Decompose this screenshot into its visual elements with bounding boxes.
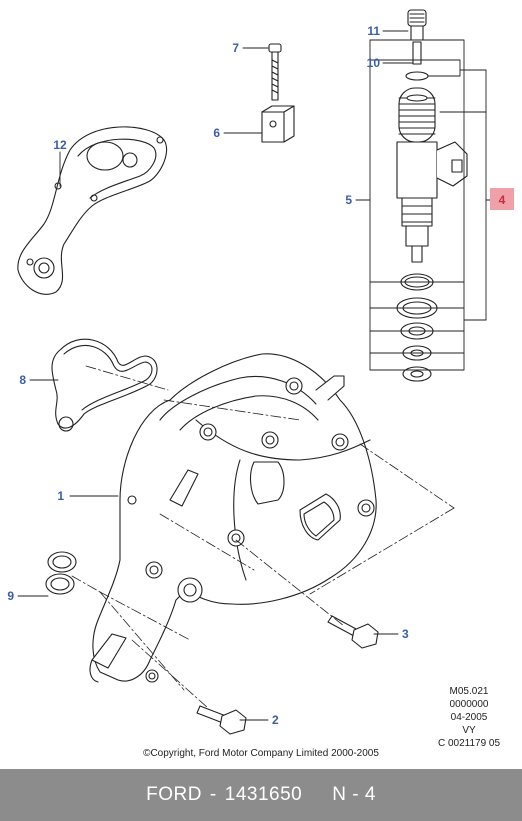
- callout-12[interactable]: 12: [53, 138, 67, 152]
- callout-9[interactable]: 9: [7, 589, 14, 603]
- callout-4[interactable]: 4: [499, 193, 506, 207]
- reference-line-1: M05.021: [449, 686, 489, 697]
- callout-10[interactable]: 10: [367, 56, 381, 70]
- callout-5[interactable]: 5: [345, 193, 352, 207]
- part-9-orings: [45, 551, 77, 595]
- footer-brand: FORD: [146, 784, 202, 805]
- callout-8[interactable]: 8: [19, 373, 26, 387]
- assembly-lines: [71, 365, 455, 709]
- leader-lines: [17, 30, 491, 721]
- seals-stack: [396, 273, 438, 382]
- bolt-bosses: [127, 377, 375, 683]
- reference-line-5: C 0021179 05: [437, 738, 501, 749]
- bracket-lines-injector: [369, 39, 487, 371]
- part-11-bolt: [407, 9, 427, 41]
- part-1-pump: [89, 353, 377, 683]
- footer-separator: -: [209, 784, 217, 805]
- reference-line-4: VY: [462, 725, 476, 736]
- callout-4-highlight: [490, 188, 514, 210]
- callout-11[interactable]: 11: [367, 24, 380, 38]
- part-6-clamp: [261, 105, 295, 143]
- part-4-injector: [396, 87, 468, 263]
- callout-2[interactable]: 2: [272, 713, 279, 727]
- reference-block: M05.021 0000000 04-2005 VY C 0021179 05: [424, 685, 514, 750]
- callout-3[interactable]: 3: [402, 627, 409, 641]
- footer-part-number: 1431650: [224, 784, 303, 805]
- parts-diagram: 11 10 7 6 12 5 4 8 1 9 3 2: [7, 9, 514, 735]
- footer-position: N - 4: [332, 784, 376, 805]
- part-12-gasket: [17, 126, 168, 295]
- part-2-bolt: [196, 705, 247, 735]
- copyright-text: ©Copyright, Ford Motor Company Limited 2…: [143, 748, 379, 759]
- callout-7[interactable]: 7: [232, 41, 239, 55]
- reference-line-3: 04-2005: [450, 712, 488, 723]
- callout-1[interactable]: 1: [57, 489, 64, 503]
- part-3-bolt: [327, 615, 379, 649]
- part-8-gasket: [51, 338, 158, 432]
- part-10-pin: [405, 41, 429, 81]
- callout-6[interactable]: 6: [213, 126, 220, 140]
- footer-bar: FORD - 1431650 N - 4: [0, 769, 522, 821]
- part-7-bolt: [268, 43, 282, 101]
- reference-line-2: 0000000: [449, 699, 489, 710]
